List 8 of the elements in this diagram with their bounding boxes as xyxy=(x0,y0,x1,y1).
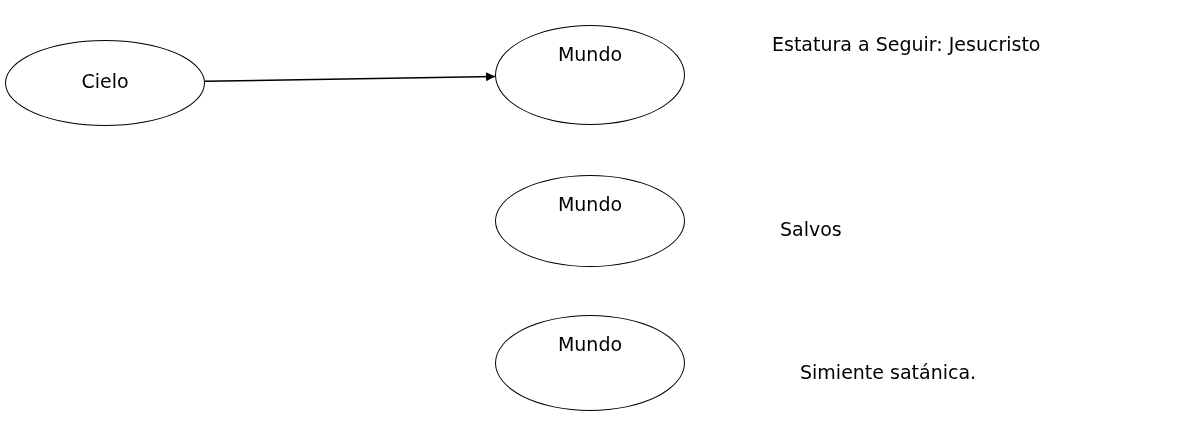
node-label: Mundo xyxy=(557,192,623,217)
arrow xyxy=(204,72,496,83)
side-caption: Salvos xyxy=(780,217,842,242)
node-label: Mundo xyxy=(557,42,623,67)
side-caption: Estatura a Seguir: Jesucristo xyxy=(772,32,1041,57)
node-label: Cielo xyxy=(81,69,129,94)
side-caption: Simiente satánica. xyxy=(800,360,977,385)
node-label: Mundo xyxy=(557,332,623,357)
